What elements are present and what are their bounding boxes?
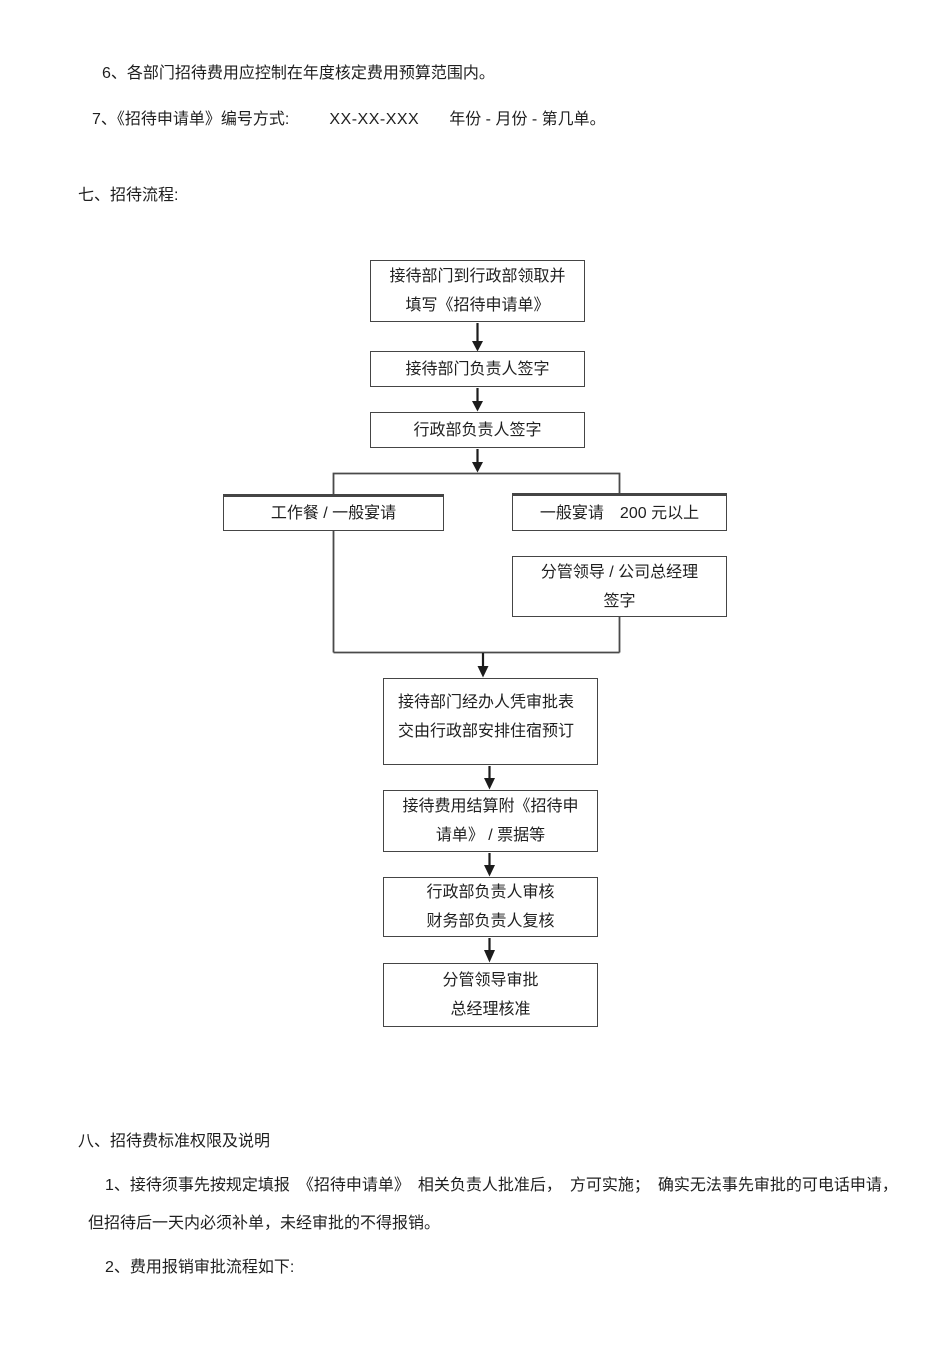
flow-node-admin-arrange-lodging: 接待部门经办人凭审批表 交由行政部安排住宿预订 <box>383 678 598 765</box>
flow-node-admin-head-sign: 行政部负责人签字 <box>370 412 585 448</box>
flow-node-leader-gm-sign: 分管领导 / 公司总经理 签字 <box>512 556 727 617</box>
flow-node-line: 行政部负责人审核 <box>426 884 555 901</box>
flow-node-line: 交由行政部安排住宿预订 <box>398 723 575 740</box>
flow-node-line: 分管领导 / 公司总经理 <box>540 563 699 581</box>
flow-node-line: 行政部负责人签字 <box>413 421 542 439</box>
flow-node-line: 接待费用结算附《招待申 <box>402 798 579 815</box>
paragraph-item-8-1-line2: 但招待后一天内必须补单，未经审批的不得报销。 <box>88 1215 441 1232</box>
item7-numbering-code: XX-XX-XXX <box>329 111 420 128</box>
flow-node-line: 接待部门到行政部领取并 <box>389 268 566 285</box>
paragraph-item-8-1-line1: 1、接待须事先按规定填报 《招待申请单》 相关负责人批准后， 方可实施； 确实无… <box>105 1177 898 1194</box>
flow-node-line: 填写《招待申请单》 <box>405 297 550 314</box>
section-7-heading: 七、招待流程: <box>78 187 179 204</box>
paragraph-item-6: 6、各部门招待费用应控制在年度核定费用预算范围内。 <box>102 65 495 82</box>
flow-node-line: 签字 <box>603 592 636 610</box>
flow-node-line: 总经理核准 <box>450 1001 531 1018</box>
flow-node-line: 财务部负责人复核 <box>426 913 555 930</box>
section-8-heading: 八、招待费标准权限及说明 <box>78 1133 271 1150</box>
flow-node-dept-head-sign: 接待部门负责人签字 <box>370 351 585 387</box>
flow-node-line: 工作餐 / 一般宴请 <box>270 505 397 522</box>
item7-numbering-note: 年份 - 月份 - 第几单。 <box>449 111 606 128</box>
flow-node-line: 分管领导审批 <box>442 972 539 989</box>
flow-node-branch-banquet-over-200: 一般宴请 200 元以上 <box>512 493 727 531</box>
flow-node-final-approval: 分管领导审批 总经理核准 <box>383 963 598 1027</box>
flow-node-line: 一般宴请 200 元以上 <box>539 504 700 522</box>
flow-node-expense-settlement: 接待费用结算附《招待申 请单》 / 票据等 <box>383 790 598 852</box>
flow-node-line: 接待部门负责人签字 <box>405 360 550 378</box>
item7-label: 7、《招待申请单》编号方式: <box>92 111 290 128</box>
flow-node-line: 接待部门经办人凭审批表 <box>398 694 575 711</box>
flow-node-line: 请单》 / 票据等 <box>435 827 546 844</box>
flow-node-fill-application-form: 接待部门到行政部领取并 填写《招待申请单》 <box>370 260 585 322</box>
flow-node-review-recheck: 行政部负责人审核 财务部负责人复核 <box>383 877 598 937</box>
paragraph-item-8-2: 2、费用报销审批流程如下: <box>105 1259 295 1276</box>
flow-node-branch-work-meal: 工作餐 / 一般宴请 <box>223 494 444 531</box>
paragraph-item-7: 7、《招待申请单》编号方式: XX-XX-XXX 年份 - 月份 - 第几单。 <box>92 110 606 130</box>
